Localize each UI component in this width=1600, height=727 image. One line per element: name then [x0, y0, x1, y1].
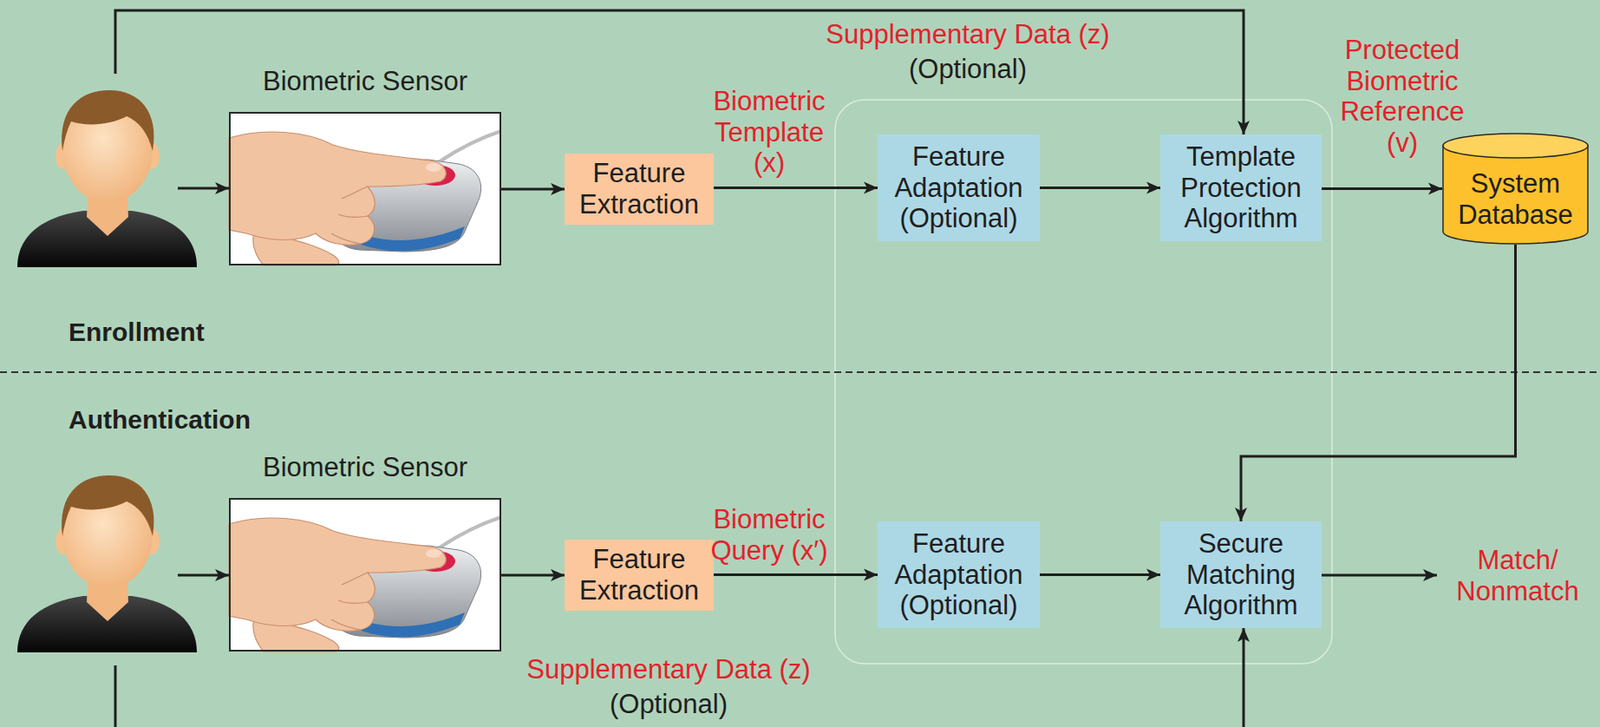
process-box: Secure Matching Algorithm — [1160, 521, 1322, 628]
data-label: Protected Biometric Reference (v) — [1337, 34, 1468, 159]
flow-arrow — [713, 186, 878, 190]
database-cylinder: System Database — [1442, 132, 1589, 245]
box-label: Secure Matching Algorithm — [1167, 528, 1315, 621]
annotation: (Optional) — [908, 53, 1027, 85]
flow-arrow — [501, 188, 565, 191]
annotation: Supplementary Data (z) — [526, 653, 810, 686]
flow-arrow — [1321, 187, 1443, 190]
box-label: Template Protection Algorithm — [1167, 141, 1315, 235]
data-label: Biometric Template (x) — [708, 85, 830, 179]
box-label: Feature Extraction — [571, 543, 707, 606]
data-label: Biometric Query (x′) — [708, 503, 830, 566]
supplementary-line — [115, 10, 1244, 135]
box-label: Feature Adaptation (Optional) — [884, 141, 1033, 235]
annotation: Match/ Nonmatch — [1452, 544, 1583, 607]
sensor-picture — [228, 111, 502, 266]
user-figure — [17, 475, 197, 653]
flow-arrow — [713, 573, 878, 576]
annotation: Supplementary Data (z) — [825, 19, 1110, 51]
section-heading: Enrollment — [68, 317, 205, 348]
supplementary-line — [1242, 627, 1246, 727]
process-box: Template Protection Algorithm — [1160, 134, 1322, 242]
input-arrow — [177, 187, 229, 190]
sensor-heading: Biometric Sensor — [195, 65, 535, 98]
flow-arrow — [1039, 186, 1161, 190]
box-label: System Database — [1449, 168, 1582, 230]
box-label: Feature Adaptation (Optional) — [884, 528, 1033, 621]
section-heading: Authentication — [68, 404, 251, 436]
sensor-frame: Biometric Sensor — [228, 111, 502, 266]
sensor-heading: Biometric Sensor — [195, 451, 535, 484]
sensor-frame: Biometric Sensor — [228, 497, 502, 652]
process-box: Feature Extraction — [564, 153, 714, 225]
process-box: Feature Adaptation (Optional) — [877, 521, 1040, 628]
supplementary-line — [114, 665, 118, 727]
flow-arrow — [1240, 244, 1516, 522]
process-box: Feature Adaptation (Optional) — [877, 134, 1040, 242]
database-top — [1443, 133, 1588, 158]
flow-arrow — [1039, 573, 1161, 576]
box-label: Feature Extraction — [571, 157, 707, 220]
user-figure — [17, 90, 197, 268]
group-outline — [835, 99, 1333, 664]
input-arrow — [177, 574, 229, 577]
output-arrow — [1321, 574, 1437, 577]
annotation: (Optional) — [609, 688, 728, 720]
database-body — [1443, 144, 1588, 244]
sensor-picture — [228, 497, 502, 652]
divider-line — [0, 371, 1600, 373]
flow-arrow — [501, 574, 565, 577]
process-box: Feature Extraction — [564, 539, 714, 611]
